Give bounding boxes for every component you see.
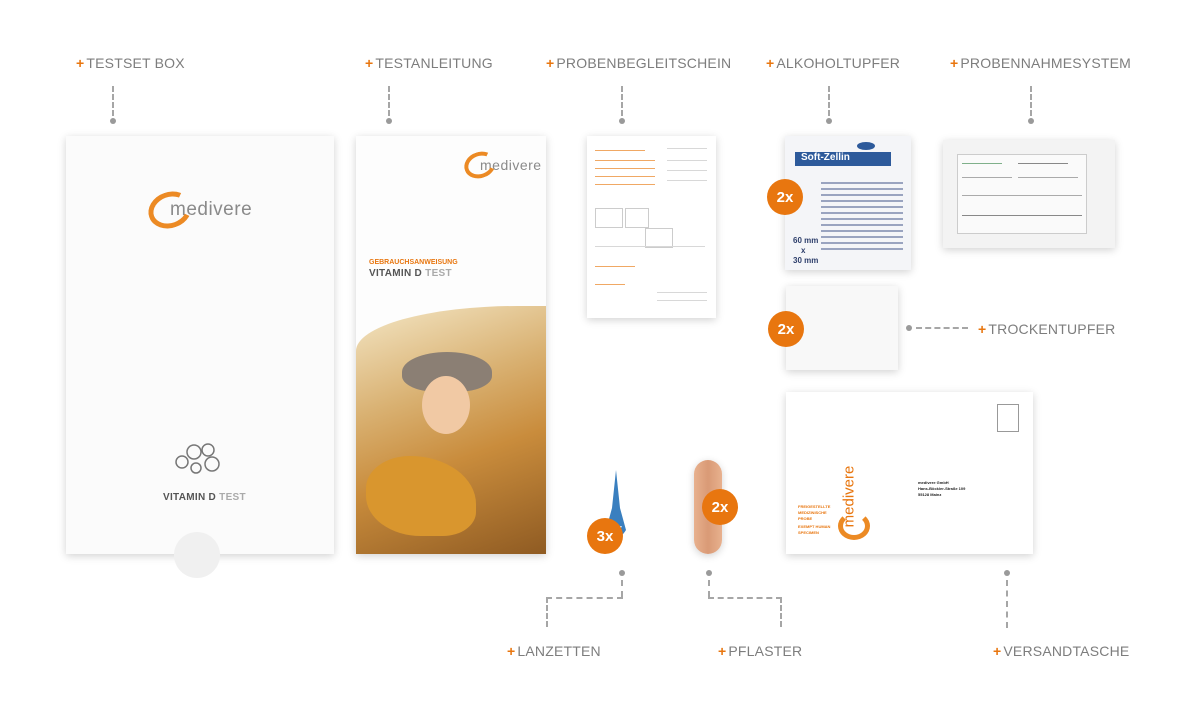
molecule-icon [175, 443, 220, 474]
connector-line [916, 327, 968, 329]
probenbegleitschein-sheet [587, 136, 716, 318]
logo-ring-icon [460, 147, 500, 183]
connector-dot [619, 118, 625, 124]
envelope-address: medivere GmbH Hans-Böckler-Straße 109 55… [918, 480, 966, 497]
connector-line [1030, 86, 1032, 116]
leaves-shape [366, 456, 476, 536]
probennahmesystem-pack [943, 140, 1115, 248]
booklet-title: VITAMIN D TEST [369, 268, 452, 279]
connector-line [708, 597, 782, 599]
wipe-text-lines [821, 182, 903, 254]
doc-line [595, 246, 705, 247]
doc-line [667, 148, 707, 149]
doc-field [595, 208, 623, 228]
label-testanleitung: +TESTANLEITUNG [365, 55, 493, 71]
connector-dot [110, 118, 116, 124]
logo-ring-icon [838, 512, 870, 540]
connector-dot [826, 118, 832, 124]
pack-label [957, 154, 1087, 234]
medivere-logo: medivere [143, 185, 252, 235]
connector-line [388, 86, 390, 116]
doc-line [657, 292, 707, 293]
doc-line [595, 168, 655, 169]
connector-dot [619, 570, 625, 576]
box-thumb-cutout [174, 532, 220, 578]
doc-line [595, 176, 655, 177]
envelope-logo: medivere [838, 462, 870, 540]
booklet-photo [356, 306, 546, 554]
label-trockentupfer: +TROCKENTUPFER [978, 321, 1116, 337]
connector-dot [906, 325, 912, 331]
wipe-size: 60 mm x 30 mm [793, 236, 819, 265]
badge-lanzetten: 3x [587, 518, 623, 554]
versandtasche-envelope: medivere FREIGESTELLTE MEDIZINISCHE PROB… [786, 392, 1033, 554]
alkoholtupfer-pad: Soft-Zellin 60 mm x 30 mm [785, 136, 911, 270]
connector-dot [1028, 118, 1034, 124]
connector-dot [386, 118, 392, 124]
connector-line [112, 86, 114, 116]
doc-line [657, 300, 707, 301]
doc-line [595, 150, 645, 151]
wipe-brand: Soft-Zellin [795, 152, 891, 166]
trockentupfer-pad [786, 286, 898, 370]
connector-line [828, 86, 830, 116]
testset-box: medivere VITAMIN D TEST [66, 136, 334, 578]
connector-line [621, 86, 623, 116]
connector-dot [706, 570, 712, 576]
label-pflaster: +PFLASTER [718, 643, 803, 659]
doc-line [667, 160, 707, 161]
doc-field [645, 228, 673, 248]
stamp-box [997, 404, 1019, 432]
logo-ring-icon [143, 185, 197, 235]
connector-line [546, 597, 623, 599]
label-testset-box: +TESTSET BOX [76, 55, 185, 71]
booklet-subtitle: GEBRAUCHSANWEISUNG [369, 259, 458, 266]
doc-line [595, 160, 655, 161]
doc-line [595, 266, 635, 267]
connector-line [780, 597, 782, 627]
doc-line [595, 284, 625, 285]
brand-logo-icon [857, 142, 875, 150]
connector-line [621, 580, 623, 597]
connector-line [708, 580, 710, 597]
label-lanzetten: +LANZETTEN [507, 643, 601, 659]
doc-line [595, 184, 655, 185]
connector-line [1006, 580, 1008, 628]
box-title: VITAMIN D TEST [163, 492, 246, 503]
badge-trockentupfer: 2x [768, 311, 804, 347]
badge-alkoholtupfer: 2x [767, 179, 803, 215]
envelope-side-text: FREIGESTELLTE MEDIZINISCHE PROBE [798, 504, 831, 521]
doc-line [667, 180, 707, 181]
face-shape [422, 376, 470, 434]
label-probenbegleitschein: +PROBENBEGLEITSCHEIN [546, 55, 732, 71]
medivere-logo: medivere [460, 147, 542, 183]
doc-line [667, 170, 707, 171]
badge-pflaster: 2x [702, 489, 738, 525]
label-probennahmesystem: +PROBENNAHMESYSTEM [950, 55, 1132, 71]
doc-field [625, 208, 649, 228]
envelope-side-text-en: EXEMPT HUMAN SPECIMEN [798, 524, 831, 535]
connector-dot [1004, 570, 1010, 576]
label-alkoholtupfer: +ALKOHOLTUPFER [766, 55, 901, 71]
label-versandtasche: +VERSANDTASCHE [993, 643, 1130, 659]
testanleitung-booklet: medivere GEBRAUCHSANWEISUNG VITAMIN D TE… [356, 136, 546, 554]
connector-line [546, 597, 548, 627]
